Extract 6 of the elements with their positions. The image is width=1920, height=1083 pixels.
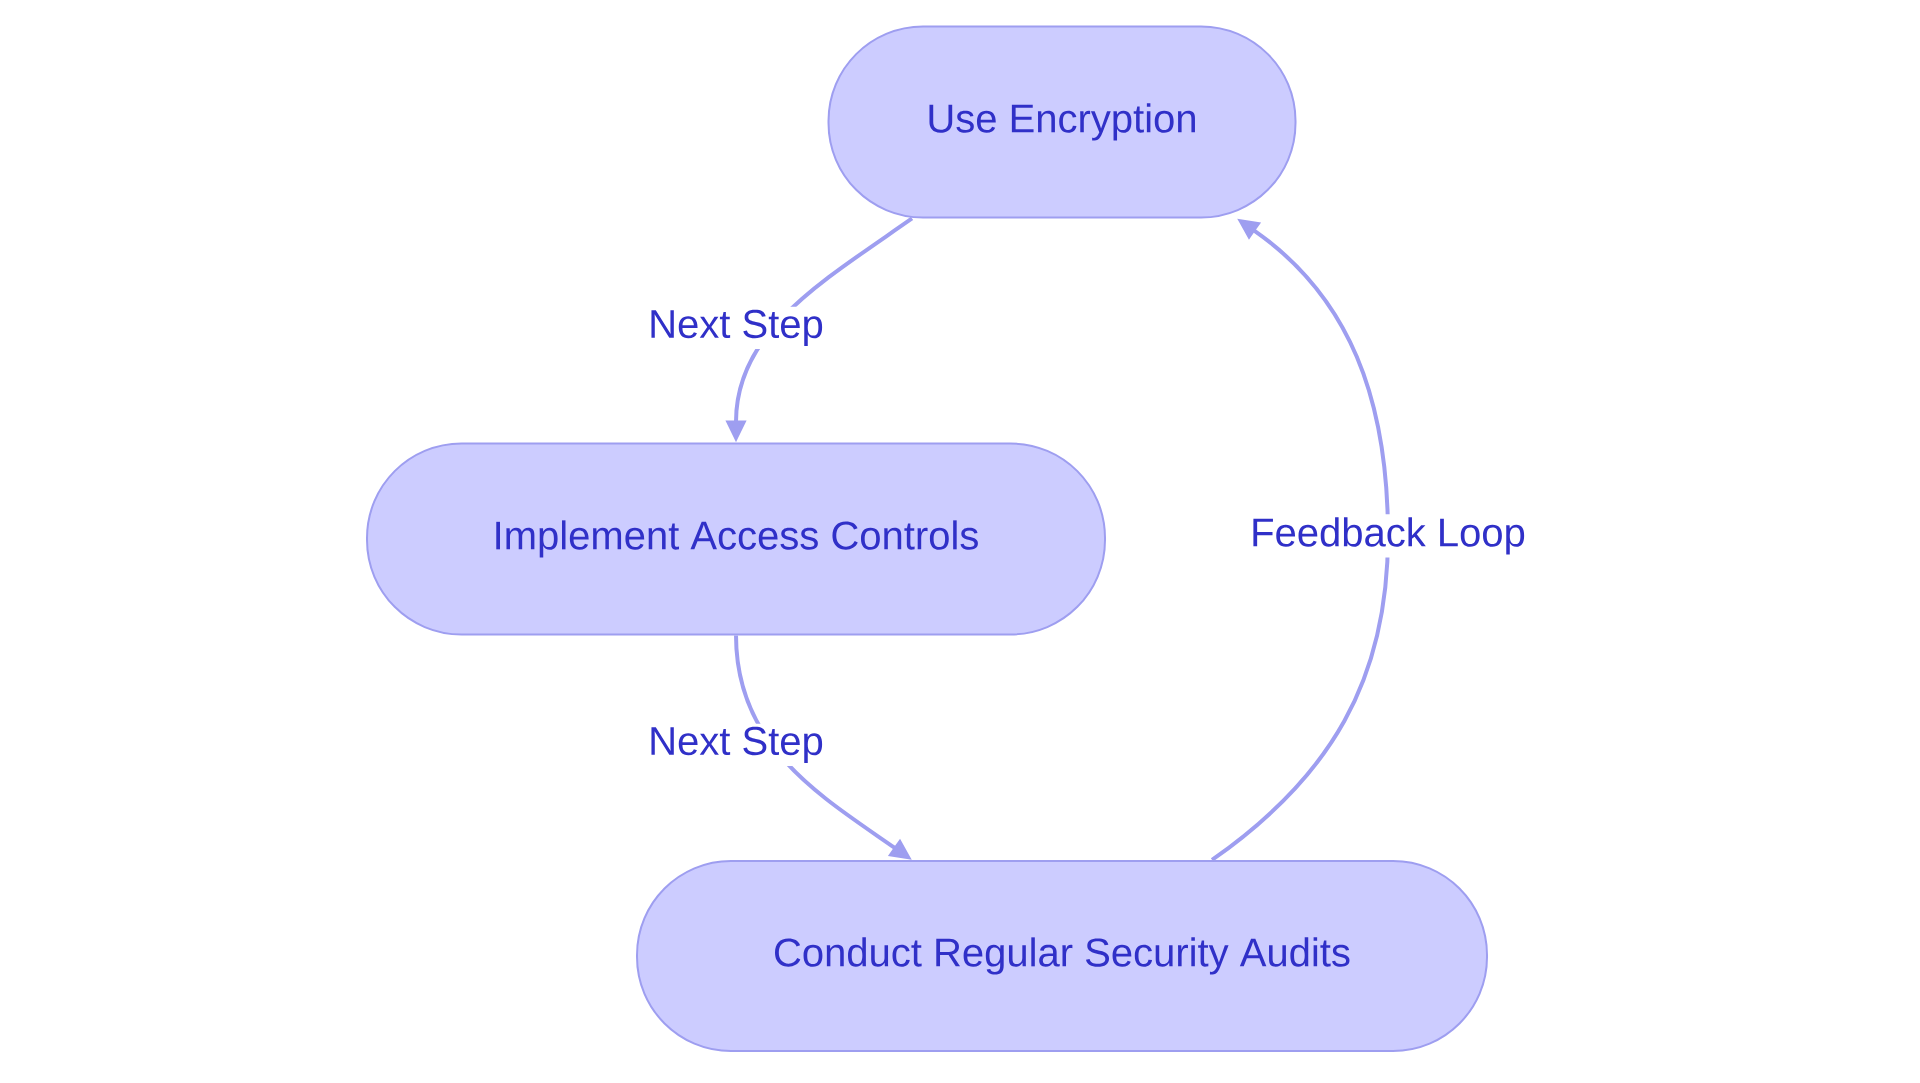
edge-label: Next Step — [645, 723, 827, 767]
process-box: Conduct Regular Security Audits — [636, 860, 1488, 1052]
edge-label: Next Step — [645, 306, 827, 350]
process-box: Use Encryption — [827, 25, 1297, 219]
edge-label: Feedback Loop — [1247, 514, 1529, 558]
process-box: Implement Access Controls — [366, 442, 1106, 636]
